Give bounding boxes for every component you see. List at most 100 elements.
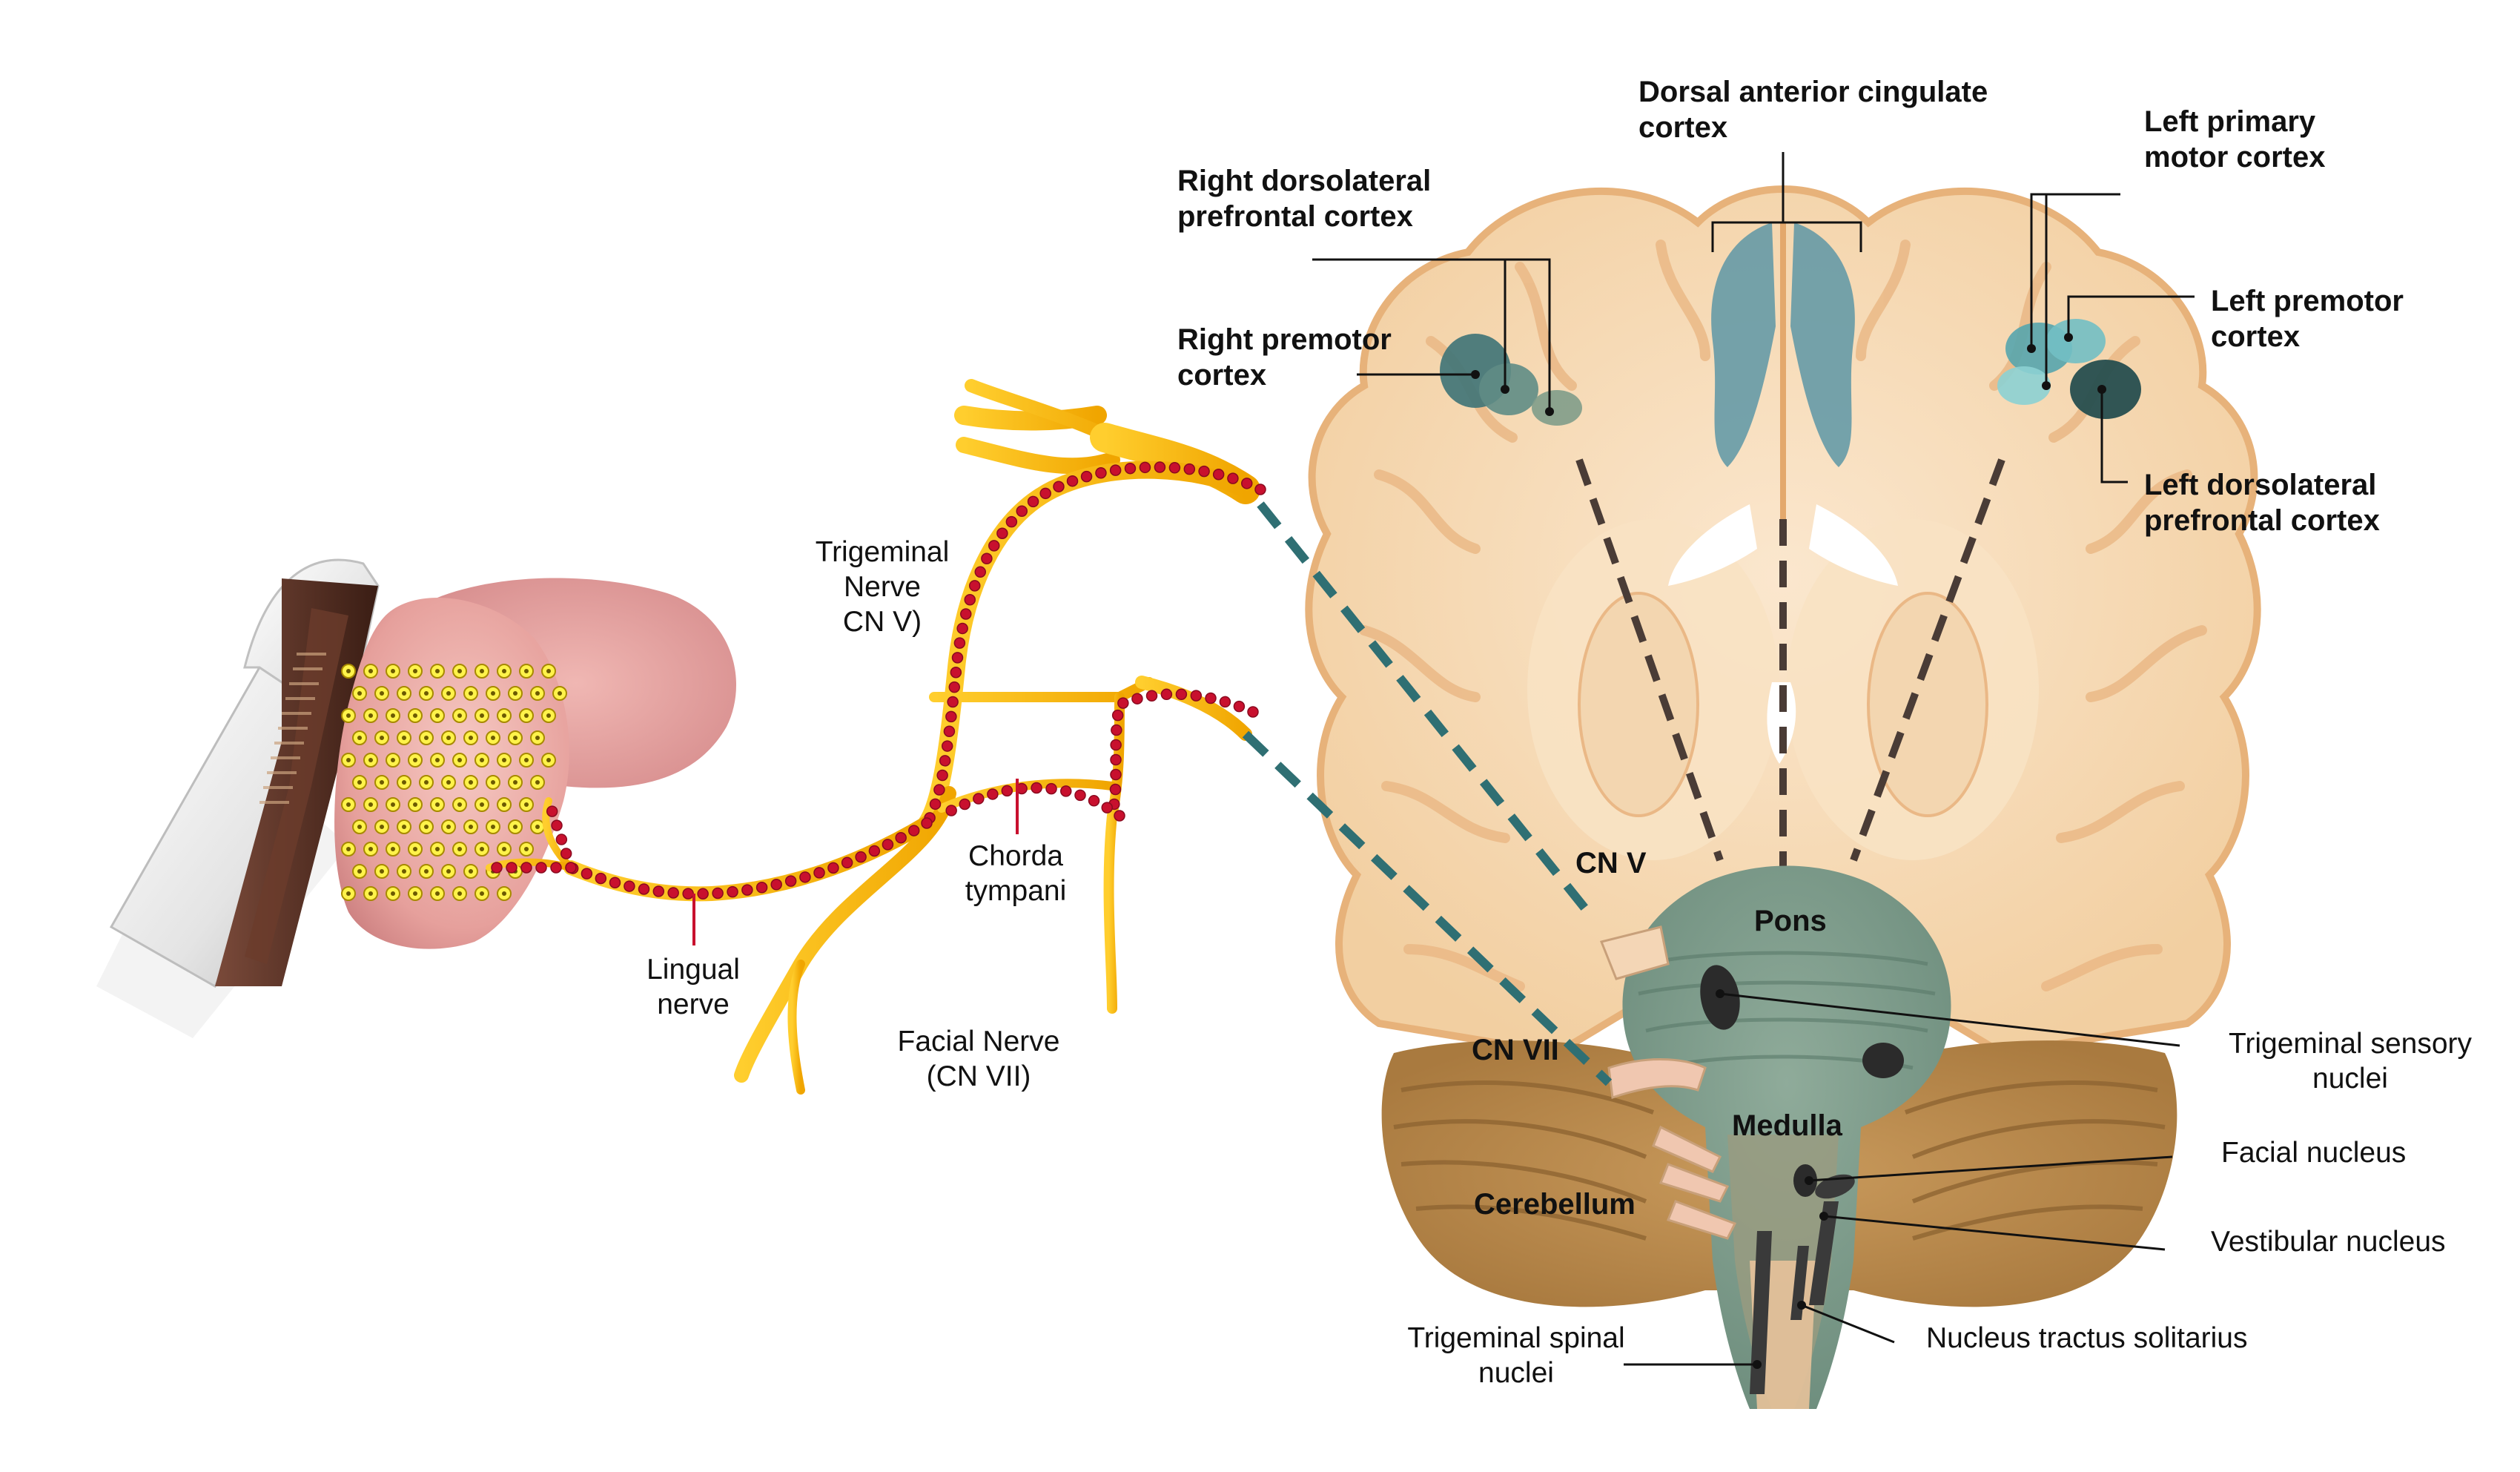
leader-endpoints: [1471, 333, 2106, 1369]
brain-coronal-section: [1305, 185, 2261, 1057]
electrode-dot-center: [413, 669, 417, 673]
electrode-dot-center: [380, 736, 384, 740]
label-trig-sensory-line1: Trigeminal sensory: [2229, 1028, 2472, 1060]
nerve-dot: [959, 608, 972, 620]
electrode-dot-center: [413, 847, 417, 851]
electrode-dot-center: [435, 891, 440, 896]
nerve-dot: [1088, 795, 1100, 807]
electrode-dot-center: [480, 891, 484, 896]
nerve-dot: [535, 862, 547, 874]
label-vestibular-nucleus: Vestibular nucleus: [2211, 1226, 2446, 1258]
stimulation-device-icon: [96, 558, 380, 1038]
electrode-dot-center: [446, 780, 451, 785]
electrode-dot-center: [524, 802, 529, 807]
electrode-dot-center: [357, 780, 362, 785]
electrode-dot-center: [402, 736, 406, 740]
stimulation-electrode-array: [341, 664, 567, 901]
nerve-dot: [1114, 810, 1125, 822]
electrode-dot-center: [402, 780, 406, 785]
electrode-dot-center: [413, 891, 417, 896]
nerve-dot: [595, 872, 607, 885]
electrode-dot-center: [480, 802, 484, 807]
label-left-premotor: Left premotor cortex: [2211, 283, 2404, 354]
label-left-primary-motor: Left primary motor cortex: [2144, 104, 2326, 175]
nerve-dot: [907, 825, 920, 836]
electrode-dot-center: [457, 669, 462, 673]
electrode-dot-center: [469, 869, 473, 874]
electrode-dot-center: [457, 713, 462, 718]
label-chorda-line2: tympani: [965, 874, 1067, 907]
nerve-dot: [1039, 487, 1051, 500]
electrode-dot-center: [446, 869, 451, 874]
electrode-dot-center: [524, 669, 529, 673]
electrode-dot-center: [368, 713, 373, 718]
nerve-dot: [1045, 782, 1057, 795]
label-trigeminal-line3: CN V): [842, 605, 922, 638]
electrode-dot-center: [535, 736, 540, 740]
electrode-dot-center: [457, 802, 462, 807]
nerve-dot: [953, 637, 966, 649]
nerve-dot: [755, 882, 768, 894]
nerve-dot: [1205, 692, 1217, 704]
label-trigeminal-sensory-nuclei: Trigeminal sensory nuclei: [2202, 1027, 2498, 1097]
label-facial-line2: (CN VII): [926, 1060, 1031, 1092]
electrode-dot-center: [424, 869, 429, 874]
label-nucleus-tractus-solitarius: Nucleus tractus solitarius: [1926, 1322, 2248, 1354]
nerve-dot: [1160, 688, 1173, 701]
nerve-dot: [1212, 468, 1225, 481]
nerve-dot: [1131, 693, 1143, 704]
label-facial-line1: Facial Nerve: [897, 1026, 1060, 1057]
label-trig-spinal-line1: Trigeminal spinal: [1407, 1322, 1625, 1354]
activation-right-cortex: [1440, 334, 1582, 426]
electrode-dot-center: [391, 802, 395, 807]
electrode-dot-center: [502, 847, 506, 851]
label-dacc-line2: cortex: [1638, 111, 1728, 144]
nerve-dot: [959, 798, 971, 811]
label-left-dlpfc-line2: prefrontal cortex: [2144, 504, 2380, 537]
nerve-dot: [784, 875, 797, 887]
nerve-dot: [933, 784, 945, 796]
electrode-dot-center: [402, 869, 406, 874]
electrode-dot-center: [491, 780, 495, 785]
electrode-dot-center: [513, 691, 517, 696]
electrode-dot-center: [435, 758, 440, 762]
electrode-dot-center: [357, 869, 362, 874]
label-lingual-line1: Lingual: [646, 954, 740, 986]
electrode-dot-center: [391, 891, 395, 896]
electrode-dot-center: [469, 780, 473, 785]
nerve-dot: [560, 848, 572, 859]
nerve-dot: [555, 834, 568, 845]
label-left-dlpfc: Left dorsolateral prefrontal cortex: [2144, 467, 2380, 538]
nerve-dot: [1254, 483, 1266, 495]
nerve-dot: [947, 696, 959, 708]
label-trigeminal-line2: Nerve: [843, 570, 922, 603]
label-pons: Pons: [1754, 905, 1827, 937]
label-trigeminal-line1: Trigeminal: [815, 536, 950, 568]
nerve-dot: [921, 817, 933, 829]
label-right-dlpfc: Right dorsolateral prefrontal cortex: [1177, 163, 1431, 234]
electrode-dot-center: [346, 758, 351, 762]
electrode-dot-center: [402, 825, 406, 829]
label-dacc: Dorsal anterior cingulate cortex: [1638, 74, 1988, 145]
electrode-dot-center: [346, 847, 351, 851]
nerve-dot: [1111, 709, 1124, 722]
nerve-dot: [964, 594, 976, 606]
nerve-dot: [1198, 465, 1210, 478]
nerve-dot: [770, 879, 782, 891]
label-chorda-line1: Chorda: [968, 840, 1063, 872]
nerve-dot: [565, 862, 577, 874]
nerve-dot: [951, 652, 964, 664]
electrode-dot-center: [380, 691, 384, 696]
nerve-dot: [1183, 463, 1196, 475]
nerve-dot: [974, 566, 987, 578]
nerve-dot: [868, 845, 881, 857]
nerve-dot: [945, 710, 957, 723]
nerve-dot: [624, 880, 635, 892]
electrode-dot-center: [469, 691, 473, 696]
nerve-dot: [520, 862, 532, 874]
electrode-dot-center: [457, 891, 462, 896]
electrode-dot-center: [380, 869, 384, 874]
electrode-dot-center: [346, 891, 351, 896]
electrode-dot-center: [424, 825, 429, 829]
